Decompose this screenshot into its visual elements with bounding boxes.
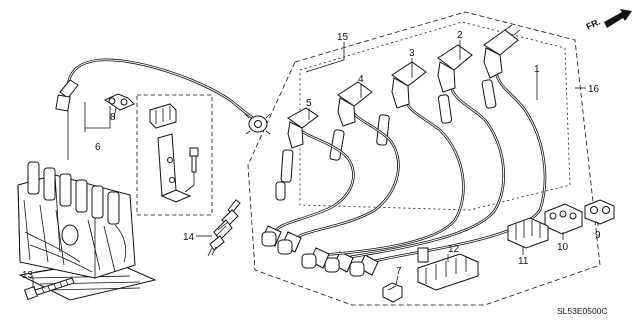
leader-lines bbox=[32, 40, 599, 288]
spark-plug bbox=[207, 199, 241, 257]
kit-boundary-inner bbox=[299, 21, 571, 211]
wire-clip bbox=[103, 93, 135, 111]
callout-15: 15 bbox=[337, 32, 349, 43]
bracket-detail-box bbox=[136, 94, 213, 216]
callout-1: 1 bbox=[534, 64, 540, 75]
callout-8: 8 bbox=[110, 112, 116, 123]
wire-clamp-12 bbox=[417, 247, 479, 291]
coil-wire bbox=[55, 58, 271, 135]
callout-11: 11 bbox=[518, 256, 529, 267]
ignition-wire-2 bbox=[324, 44, 505, 273]
ignition-wire-4 bbox=[277, 81, 400, 255]
callout-16: 16 bbox=[588, 84, 600, 95]
callouts: 1 2 3 4 5 6 7 8 9 10 11 12 13 14 15 16 bbox=[22, 30, 601, 281]
wire-bracket bbox=[149, 103, 199, 203]
kit-boundary-outer bbox=[247, 11, 601, 306]
callout-5: 5 bbox=[306, 98, 312, 109]
callout-7: 7 bbox=[396, 266, 402, 277]
direction-label: FR. bbox=[585, 17, 602, 32]
wire-clamp-7 bbox=[382, 282, 403, 303]
callout-13: 13 bbox=[22, 270, 34, 281]
callout-14: 14 bbox=[183, 232, 195, 243]
wire-clamp-9 bbox=[584, 199, 615, 225]
callout-4: 4 bbox=[358, 74, 364, 85]
ignition-wire-3 bbox=[301, 61, 465, 269]
callout-2: 2 bbox=[457, 30, 463, 41]
arrow-icon bbox=[604, 9, 632, 28]
wire-clamp-11 bbox=[507, 217, 549, 249]
ignition-wire-5 bbox=[261, 107, 355, 247]
front-direction-arrow: FR. bbox=[585, 9, 632, 32]
wire-clamp-10 bbox=[544, 203, 583, 235]
ignition-wire-1 bbox=[349, 24, 547, 277]
distributor-assembly bbox=[17, 161, 157, 301]
callout-9: 9 bbox=[595, 230, 601, 241]
callout-10: 10 bbox=[557, 242, 569, 253]
ignition-wire-set bbox=[261, 24, 547, 277]
callout-6: 6 bbox=[95, 142, 101, 153]
mounting-bolt bbox=[23, 277, 75, 301]
callout-12: 12 bbox=[448, 244, 460, 255]
diagram-code: SL53E0500C bbox=[557, 306, 608, 316]
callout-3: 3 bbox=[409, 48, 415, 59]
